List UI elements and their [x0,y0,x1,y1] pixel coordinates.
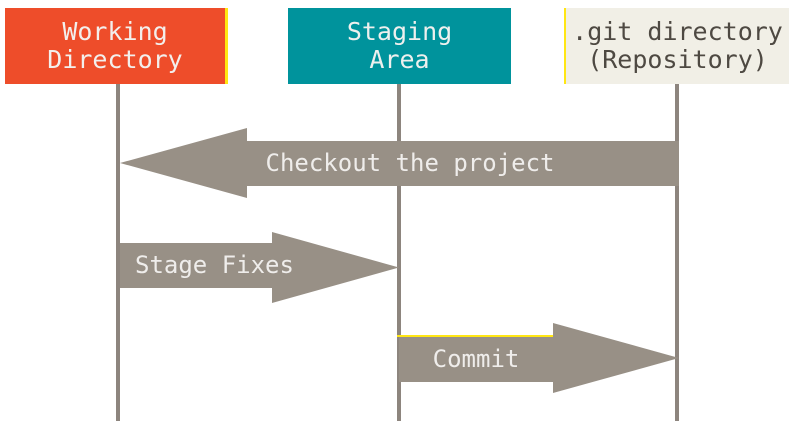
node-git-directory-label-line2: (Repository) [587,45,768,74]
node-git-directory-label-line1: .git directory [572,17,783,46]
lifeline-working-directory [116,84,120,421]
stage-fixes-arrow-label: Stage Fixes [135,251,294,279]
commit-arrow-yellow-edge-artifact [397,335,553,337]
lifeline-staging-area [397,84,401,421]
node-git-directory: .git directory (Repository) [564,8,789,84]
node-staging-area-label-line1: Staging [346,17,453,46]
commit-arrowhead-right-icon [553,323,679,393]
commit-arrow-shaft [399,337,553,382]
node-working-directory-label-line1: Working [62,17,168,46]
node-staging-area: Staging Area [288,8,511,84]
node-working-directory-label-line2: Directory [47,45,183,74]
node-working-directory: Working Directory [5,8,228,84]
stage-fixes-arrow-shaft [120,243,272,288]
commit-arrow-label: Commit [432,345,520,373]
checkout-arrow-shaft [247,141,679,186]
lifeline-git-directory [675,84,679,421]
checkout-arrow-label: Checkout the project [265,149,555,177]
node-staging-area-label-line2: Area [369,45,430,74]
